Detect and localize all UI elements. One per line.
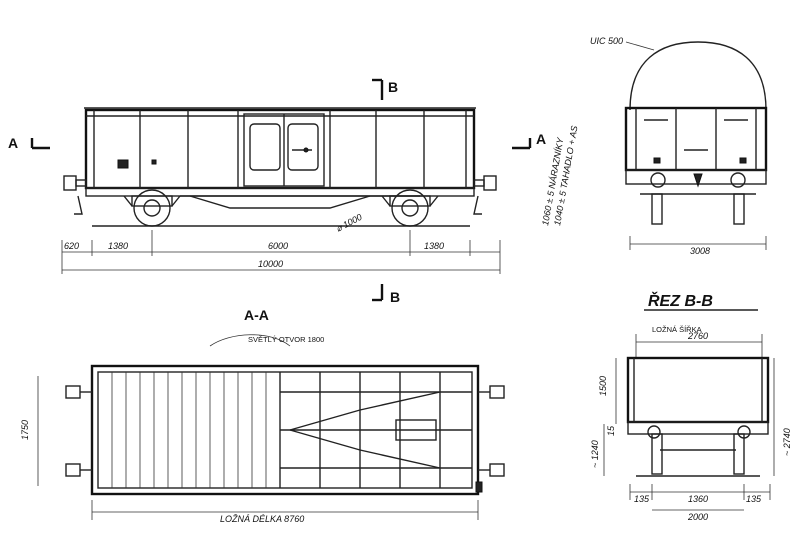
svg-text:LOŽNÁ DÉLKA 8760: LOŽNÁ DÉLKA 8760 [220, 514, 304, 524]
side-dimensions: 620 1380 6000 1380 10000 [61, 230, 501, 274]
right-buffers [473, 175, 497, 215]
section-mark-b-top: B [372, 78, 398, 100]
section-mark-a-left: A [8, 135, 50, 151]
underframe-structure [279, 372, 472, 488]
svg-text:3008: 3008 [690, 246, 710, 256]
svg-text:~ 2740: ~ 2740 [782, 428, 792, 456]
svg-text:1380: 1380 [424, 241, 444, 251]
section-view-bb: ŘEZ B-B LOŽNÁ ŠÍŘKA 2760 1500 15 ~ 1240 … [590, 291, 792, 522]
left-buffers [63, 175, 87, 215]
svg-text:A: A [536, 131, 546, 147]
svg-text:15: 15 [606, 425, 616, 436]
svg-text:A: A [8, 135, 18, 151]
svg-text:2000: 2000 [687, 512, 708, 522]
svg-text:620: 620 [64, 241, 79, 251]
svg-text:~ 1240: ~ 1240 [590, 440, 600, 468]
svg-text:LOŽNÁ ŠÍŘKA: LOŽNÁ ŠÍŘKA [652, 325, 702, 334]
side-stanchions [93, 110, 467, 188]
left-wheelset [123, 189, 181, 227]
plan-buffers [65, 385, 505, 493]
svg-text:UIC 500: UIC 500 [590, 36, 623, 46]
plan-view-aa: A-A B SVĚTLÝ OTVOR 1800 [20, 284, 505, 524]
svg-text:⌀ 1000: ⌀ 1000 [334, 212, 363, 234]
svg-text:ŘEZ B-B: ŘEZ B-B [648, 291, 713, 310]
svg-text:1380: 1380 [108, 241, 128, 251]
svg-text:1360: 1360 [688, 494, 708, 504]
right-wheelset [381, 189, 439, 227]
svg-text:135: 135 [746, 494, 762, 504]
svg-text:10000: 10000 [258, 259, 283, 269]
svg-text:135: 135 [634, 494, 650, 504]
svg-text:6000: 6000 [268, 241, 288, 251]
section-mark-a-right: A [512, 131, 546, 150]
svg-text:1500: 1500 [598, 376, 608, 396]
svg-text:B: B [390, 289, 400, 305]
floor-planks [111, 372, 267, 488]
svg-text:A-A: A-A [244, 307, 269, 323]
section-mark-b-lower: B [372, 284, 400, 305]
svg-text:2760: 2760 [687, 331, 708, 341]
side-view: A A B ⌀ 1000 1060 ± 5 NÁRAZNÍKY 1040 ± 5… [8, 78, 580, 274]
side-doors [243, 113, 325, 187]
svg-text:1750: 1750 [20, 420, 30, 440]
svg-text:B: B [388, 79, 398, 95]
svg-text:SVĚTLÝ OTVOR 1800: SVĚTLÝ OTVOR 1800 [248, 335, 324, 344]
side-label-plate [117, 159, 129, 169]
end-view: UIC 500 3008 [590, 36, 768, 256]
